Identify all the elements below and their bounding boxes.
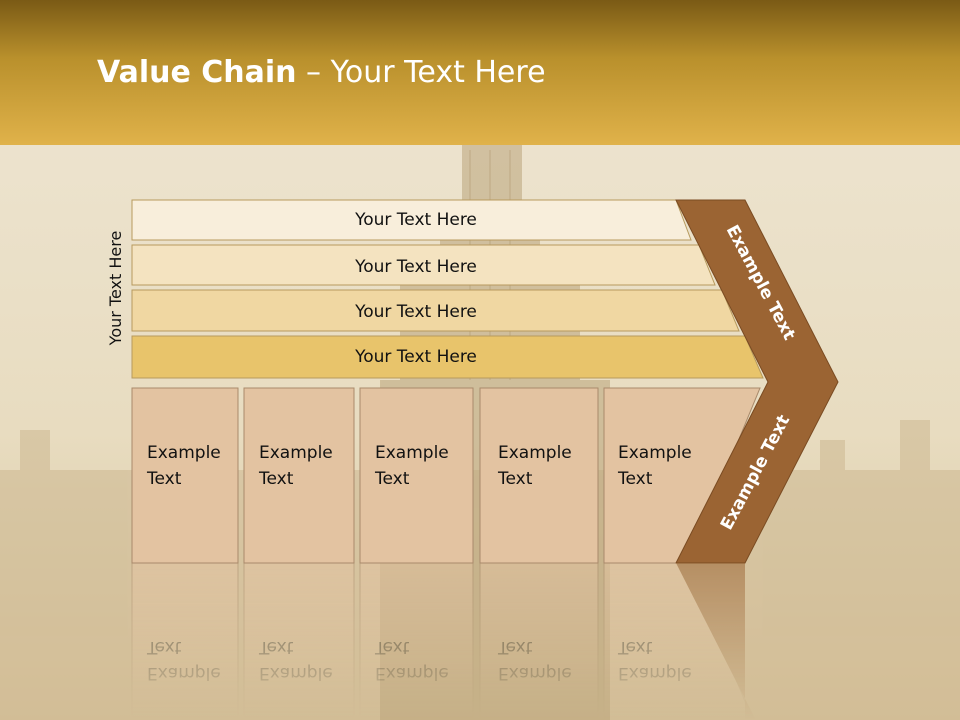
reflection-box-2-line2: Text — [258, 637, 294, 657]
row-label-1: Your Text Here — [354, 210, 477, 230]
reflection-box-5-line2: Text — [617, 637, 653, 657]
slide-title-bold: Value Chain — [97, 55, 297, 90]
side-label: Your Text Here — [106, 231, 125, 347]
row-label-3: Your Text Here — [354, 302, 477, 322]
slide-title-rest: – Your Text Here — [296, 55, 546, 90]
reflection-box-2-line1: Example — [259, 663, 333, 683]
activity-box-4[interactable]: Example Text — [479, 387, 599, 564]
activity-box-1-line1: Example — [147, 443, 221, 463]
title-bar — [0, 0, 960, 145]
activity-box-3-line1: Example — [375, 443, 449, 463]
row-label-4: Your Text Here — [354, 347, 477, 367]
activity-box-3-line2: Text — [374, 469, 410, 489]
activity-box-4-line2: Text — [497, 469, 533, 489]
slide-title: Value Chain – Your Text Here — [97, 55, 546, 90]
reflection-box-4-line2: Text — [497, 637, 533, 657]
activity-box-1[interactable]: Example Text — [131, 387, 239, 564]
reflection-box-1-line1: Example — [147, 663, 221, 683]
row-band-4[interactable]: Your Text Here — [131, 335, 764, 379]
activity-box-5-line1: Example — [618, 443, 692, 463]
activity-box-5-line2: Text — [617, 469, 653, 489]
activity-box-2-line2: Text — [258, 469, 294, 489]
reflection-box-5-line1: Example — [618, 663, 692, 683]
activity-box-5[interactable]: Example Text — [603, 387, 761, 564]
activity-box-2-line1: Example — [259, 443, 333, 463]
row-band-3[interactable]: Your Text Here — [131, 289, 740, 332]
row-band-2[interactable]: Your Text Here — [131, 244, 716, 286]
reflection-box-3-line1: Example — [375, 663, 449, 683]
activity-box-2[interactable]: Example Text — [243, 387, 355, 564]
activity-box-3[interactable]: Example Text — [359, 387, 474, 564]
activity-box-4-line1: Example — [498, 443, 572, 463]
activity-box-1-line2: Text — [146, 469, 182, 489]
row-band-1[interactable]: Your Text Here — [131, 199, 692, 241]
row-label-2: Your Text Here — [354, 257, 477, 277]
diagram-reflection: Example Text Example Text Example Text E… — [131, 562, 756, 720]
reflection-box-4-line1: Example — [498, 663, 572, 683]
reflection-box-1-line2: Text — [146, 637, 182, 657]
reflection-box-3-line2: Text — [374, 637, 410, 657]
